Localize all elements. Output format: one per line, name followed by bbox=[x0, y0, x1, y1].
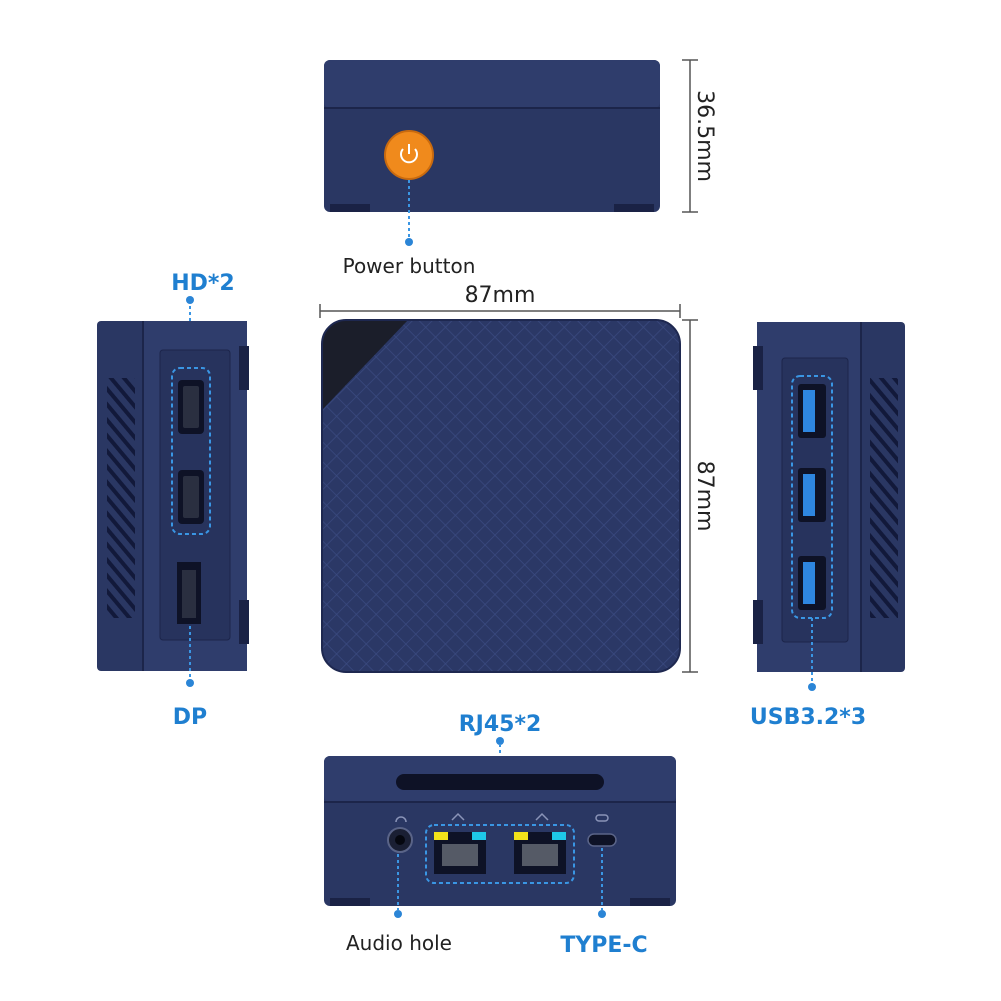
power-button-label: Power button bbox=[343, 254, 476, 278]
audio-hole-label: Audio hole bbox=[346, 931, 452, 955]
depth-dimension: 87mm bbox=[682, 319, 717, 673]
headphone-icon bbox=[395, 816, 407, 823]
width-label: 87mm bbox=[465, 283, 536, 308]
dp-label: DP bbox=[173, 705, 207, 730]
top-view bbox=[321, 319, 681, 673]
rear-view bbox=[324, 756, 676, 906]
usb-c-icon bbox=[595, 814, 609, 822]
audio-jack bbox=[387, 816, 413, 853]
hd-label: HD*2 bbox=[171, 271, 235, 296]
rj45-port-2 bbox=[514, 812, 566, 874]
width-dimension: 87mm bbox=[319, 283, 681, 318]
type-c-label: TYPE-C bbox=[560, 933, 647, 958]
network-icon bbox=[451, 812, 465, 821]
rj45-label: RJ45*2 bbox=[459, 712, 542, 737]
power-icon bbox=[400, 144, 418, 164]
usb-port-2 bbox=[798, 468, 826, 522]
dp-port bbox=[177, 562, 201, 624]
network-icon bbox=[535, 812, 549, 821]
usb-port-3 bbox=[798, 556, 826, 610]
usb-label: USB3.2*3 bbox=[750, 705, 866, 730]
depth-label: 87mm bbox=[692, 461, 717, 532]
height-label: 36.5mm bbox=[692, 90, 717, 182]
usb-port-1 bbox=[798, 384, 826, 438]
right-side-view bbox=[753, 322, 905, 672]
power-button bbox=[384, 130, 434, 180]
front-view bbox=[324, 60, 660, 246]
hdmi-port-2 bbox=[178, 470, 204, 524]
type-c-port bbox=[587, 814, 617, 847]
left-side-view bbox=[97, 321, 249, 671]
hdmi-port-1 bbox=[178, 380, 204, 434]
rj45-port-1 bbox=[434, 812, 486, 874]
height-dimension: 36.5mm bbox=[682, 59, 717, 213]
